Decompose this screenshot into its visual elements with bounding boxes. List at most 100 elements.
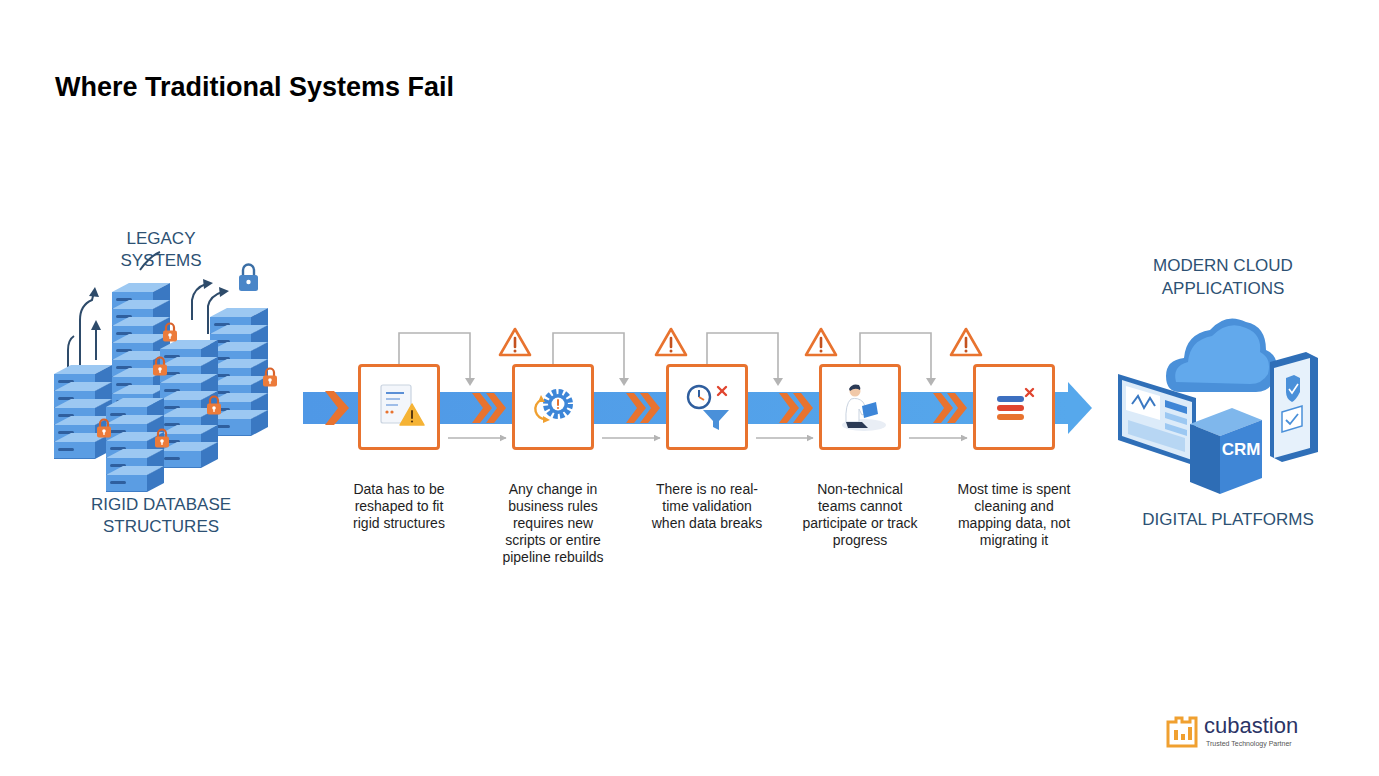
- legacy-servers: [160, 357, 218, 383]
- warning-icons: [656, 329, 686, 355]
- person-icon: [842, 385, 886, 432]
- problem-caption: Data has to be reshaped to fit rigid str…: [340, 481, 458, 532]
- flow-connector: [756, 437, 813, 439]
- gear-icon: [538, 395, 545, 402]
- warning-icons: [514, 350, 517, 353]
- legacy-servers: [112, 334, 170, 360]
- top-lock: [243, 265, 254, 277]
- legacy-servers: [160, 391, 218, 417]
- person-icon: [846, 422, 868, 428]
- gear-icon: [535, 392, 570, 423]
- crm-block: [1190, 408, 1262, 436]
- cloud-apps: [1118, 318, 1318, 494]
- legacy-servers: [210, 393, 268, 419]
- data-bars-icon: [1026, 389, 1033, 396]
- legacy-servers: [163, 324, 177, 342]
- document-icon: [400, 404, 424, 425]
- monitor-shape: [1165, 412, 1187, 425]
- legacy-servers: [112, 368, 170, 394]
- problem-box: There is no real-time validation when da…: [666, 364, 748, 450]
- clock-funnel-icon: [699, 397, 704, 400]
- document-icon: [411, 411, 413, 418]
- legacy-servers: [160, 374, 218, 400]
- warning-icons: [500, 329, 530, 355]
- legacy-servers: [54, 433, 112, 459]
- gear-icon: [543, 416, 550, 423]
- phone-shape: [1274, 358, 1310, 458]
- warning-icons: [951, 329, 981, 355]
- legacy-servers: [160, 425, 218, 451]
- legacy-servers: [106, 398, 164, 424]
- clock-funnel-icon: [698, 390, 700, 397]
- cloud-shape: [1166, 318, 1277, 392]
- data-bars-icon: [997, 389, 1033, 420]
- person-icon: [850, 386, 861, 397]
- person-icon: [862, 402, 878, 418]
- warning-icons: [820, 350, 823, 353]
- clock-funnel-icon: [703, 410, 729, 430]
- legacy-servers: [210, 376, 268, 402]
- problem-caption: There is no real-time validation when da…: [648, 481, 766, 532]
- legacy-servers: [54, 399, 112, 425]
- legacy-servers: [210, 325, 268, 351]
- phone-shape: [1270, 352, 1318, 462]
- logo-mark: [1168, 718, 1196, 746]
- logo-mark: [1174, 730, 1178, 740]
- document-icon: [390, 410, 393, 413]
- legacy-servers: [54, 252, 277, 492]
- legacy-servers: [54, 382, 112, 408]
- warning-icons: [514, 338, 517, 347]
- gear-icon: [535, 400, 546, 419]
- person-icon: [849, 385, 860, 392]
- legacy-servers: [160, 442, 218, 468]
- monitor-shape: [1165, 423, 1187, 436]
- logo-mark: [1168, 718, 1196, 746]
- legacy-servers: [210, 342, 268, 368]
- flow-band: [325, 391, 349, 425]
- flow-band: [472, 393, 492, 423]
- gear-icon: [546, 392, 570, 416]
- document-icon: [386, 398, 400, 400]
- legacy-servers: [112, 283, 170, 309]
- legacy-servers: [112, 385, 170, 411]
- phone-shape: [1286, 414, 1298, 424]
- legacy-servers: [140, 252, 160, 270]
- warning-icons: [951, 329, 981, 355]
- legacy-servers: [160, 408, 218, 434]
- cloud-shape: [1175, 325, 1269, 384]
- crm-label: CRM: [1216, 440, 1266, 460]
- system-label: RIGID DATABASE STRUCTURES: [76, 494, 246, 538]
- warning-icons: [656, 329, 686, 355]
- system-label: MODERN CLOUD APPLICATIONS: [1138, 254, 1308, 300]
- flow-band: [640, 393, 660, 423]
- warning-icons: [500, 329, 530, 355]
- warning-icons: [965, 350, 968, 353]
- clock-funnel-icon: [688, 386, 710, 408]
- legacy-servers: [112, 317, 170, 343]
- legacy-servers: [203, 279, 213, 289]
- monitor-shape: [1132, 396, 1155, 408]
- feedback-heads: [773, 378, 783, 386]
- monitor-shape: [1128, 420, 1185, 452]
- gear-icon: [557, 400, 559, 405]
- crm-block: [1190, 408, 1262, 494]
- legacy-servers: [54, 365, 112, 391]
- phone-shape: [1289, 384, 1298, 393]
- person-icon: [842, 419, 886, 431]
- document-icon: [385, 410, 388, 413]
- problem-caption: Non-technical teams cannot participate o…: [801, 481, 919, 549]
- clock-funnel-icon: [718, 387, 726, 395]
- legacy-servers: [80, 292, 94, 370]
- person-icon: [846, 398, 868, 422]
- flow-connector: [909, 437, 967, 439]
- top-lock: [239, 275, 258, 291]
- document-icon: [411, 420, 413, 422]
- document-icon: [386, 392, 404, 394]
- legacy-servers: [263, 369, 277, 387]
- legacy-servers: [210, 410, 268, 436]
- legacy-servers: [219, 287, 229, 297]
